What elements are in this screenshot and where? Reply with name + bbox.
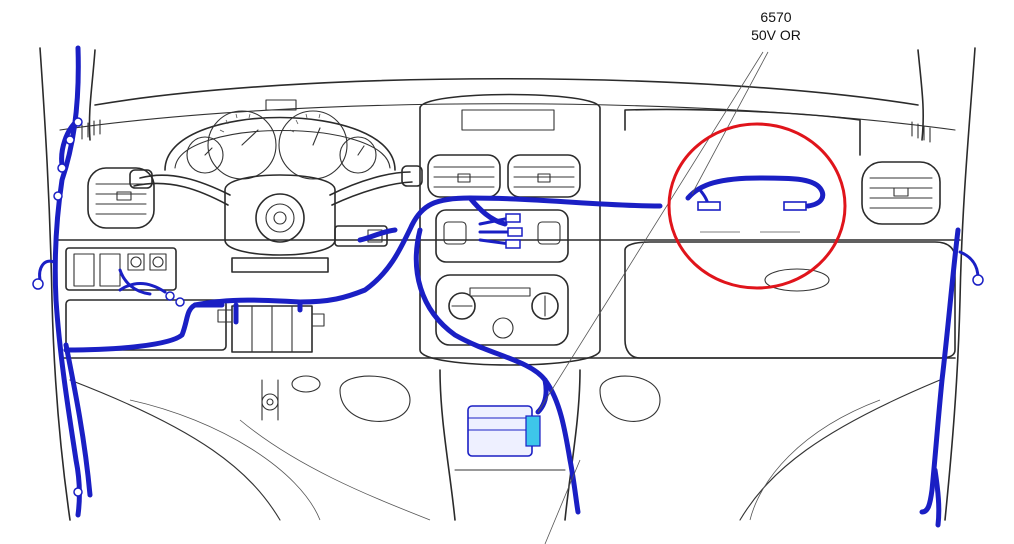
glovebox [624, 108, 956, 359]
fuse-box [217, 305, 325, 353]
left-lower-panel [65, 299, 227, 351]
callout-label-number: 6570 [760, 9, 791, 25]
left-side-vent-slots [81, 119, 101, 140]
left-air-vent [87, 167, 155, 229]
center-console [419, 93, 601, 521]
harness-clips [32, 117, 984, 497]
instrument-cluster [164, 99, 396, 180]
right-side-vent-slots [911, 121, 931, 143]
red-circle-highlight-icon [667, 122, 847, 290]
callout-leader-lines [537, 51, 769, 544]
left-switch-panel [65, 247, 177, 291]
right-air-vent [861, 161, 941, 225]
callout-label-description: 50V OR [751, 27, 801, 43]
floor-recesses [339, 375, 661, 422]
ecu-module [467, 405, 541, 457]
pedal-area [239, 375, 431, 521]
steering-column [129, 165, 423, 273]
